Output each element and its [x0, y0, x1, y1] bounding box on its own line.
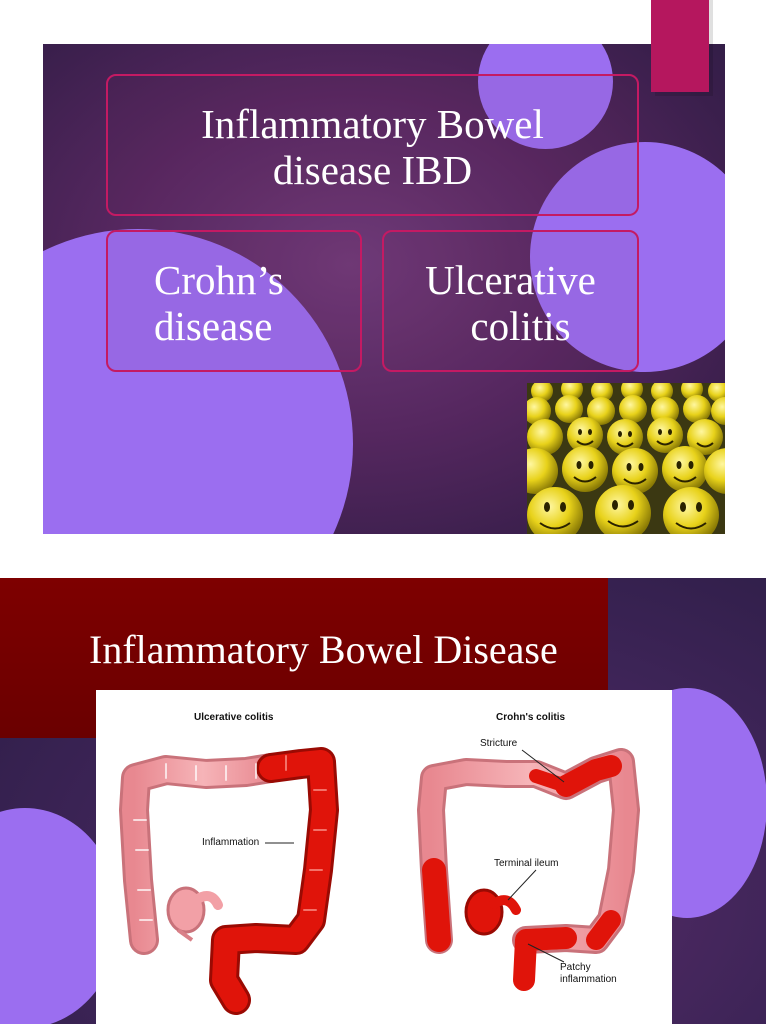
crohns-box: Crohn’s disease — [106, 230, 362, 372]
crohns-line2: disease — [154, 302, 273, 349]
ulcerative-colon — [119, 747, 339, 1015]
crohns-colon — [417, 748, 640, 991]
ulcerative-colitis-box: Ulcerative colitis — [382, 230, 639, 372]
inflammation-label: Inflammation — [202, 837, 260, 848]
uc-line2: colitis — [470, 302, 571, 349]
pointer-line — [507, 869, 537, 901]
pointer-line — [527, 943, 565, 963]
colitis-diagram: Ulcerative colitis Crohn's colitis Infla… — [96, 690, 672, 1024]
pink-accent-tab — [651, 0, 709, 92]
ibd-title-box: Inflammatory Bowel disease IBD — [106, 74, 639, 216]
patchy-label-line1: Patchy — [560, 962, 591, 973]
slide-title: Inflammatory Bowel Disease — [89, 627, 558, 672]
terminal-ileum-label: Terminal ileum — [494, 858, 559, 869]
patchy-label-line2: inflammation — [560, 974, 617, 985]
slide-1: Inflammatory Bowel disease IBD Crohn’s d… — [43, 44, 725, 534]
ibd-title-line1: Inflammatory Bowel — [201, 101, 544, 147]
smiley-faces-image — [527, 383, 725, 534]
decor-circle — [530, 142, 725, 372]
colon-illustration — [119, 747, 640, 1015]
crohns-heading: Crohn's colitis — [496, 712, 566, 723]
uc-line1: Ulcerative — [425, 257, 596, 303]
decor-circle — [478, 44, 613, 149]
uc-heading: Ulcerative colitis — [194, 712, 274, 723]
stricture-label: Stricture — [480, 738, 518, 749]
terminal-ileum-area — [464, 888, 504, 936]
crohns-line1: Crohn’s — [154, 257, 284, 303]
pointer-line — [521, 749, 565, 783]
slide-2: Inflammatory Bowel Disease — [0, 578, 766, 1024]
ibd-title-line2: disease IBD — [272, 146, 473, 193]
